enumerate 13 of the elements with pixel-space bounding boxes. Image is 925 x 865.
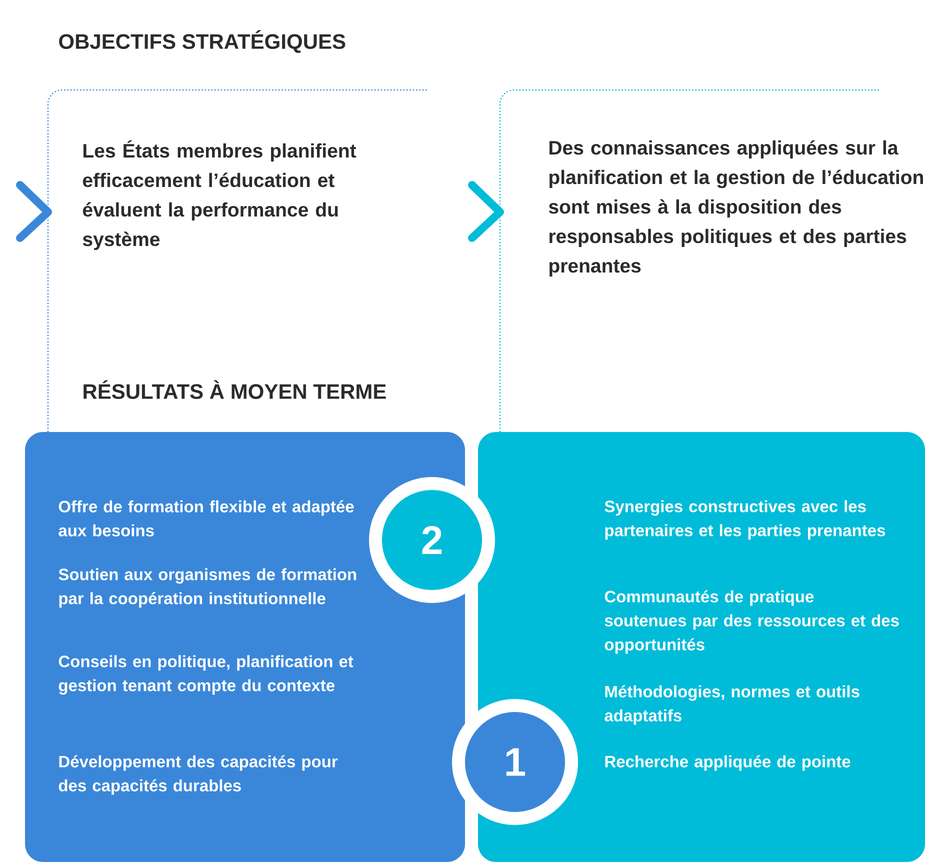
list-item: Synergies constructives avec les partenaires et les parties prenantes (604, 500, 886, 540)
heading: OBJECTIFS STRATÉGIQUES (59, 30, 346, 53)
list-item: Communautés de pratique soutenues par des ressources et des opportunités (604, 590, 899, 654)
list-item: Soutien aux organismes de formation par la coopération institutionnelle (58, 568, 356, 608)
outcome-panel (25, 432, 465, 862)
outcome-panel (478, 432, 925, 862)
list-item: Développement des capacités pour des capacités durables (58, 755, 338, 795)
list-item: Recherche appliquée de pointe (605, 755, 850, 771)
objective-box: Des connaissances appliquées sur la planification et la gestion de l’éducation sont mises à la disposition des responsables politiques et des parties prenantes (499, 89, 923, 432)
heading: RÉSULTATS À MOYEN TERME (84, 380, 386, 399)
list-item: Offre de formation flexible et adaptée aux besoins (58, 500, 354, 536)
list-item: Conseils en politique, planification et gestion tenant compte du contexte (58, 655, 354, 695)
list-item: Méthodologies, normes et outils adaptatifs (604, 685, 860, 725)
